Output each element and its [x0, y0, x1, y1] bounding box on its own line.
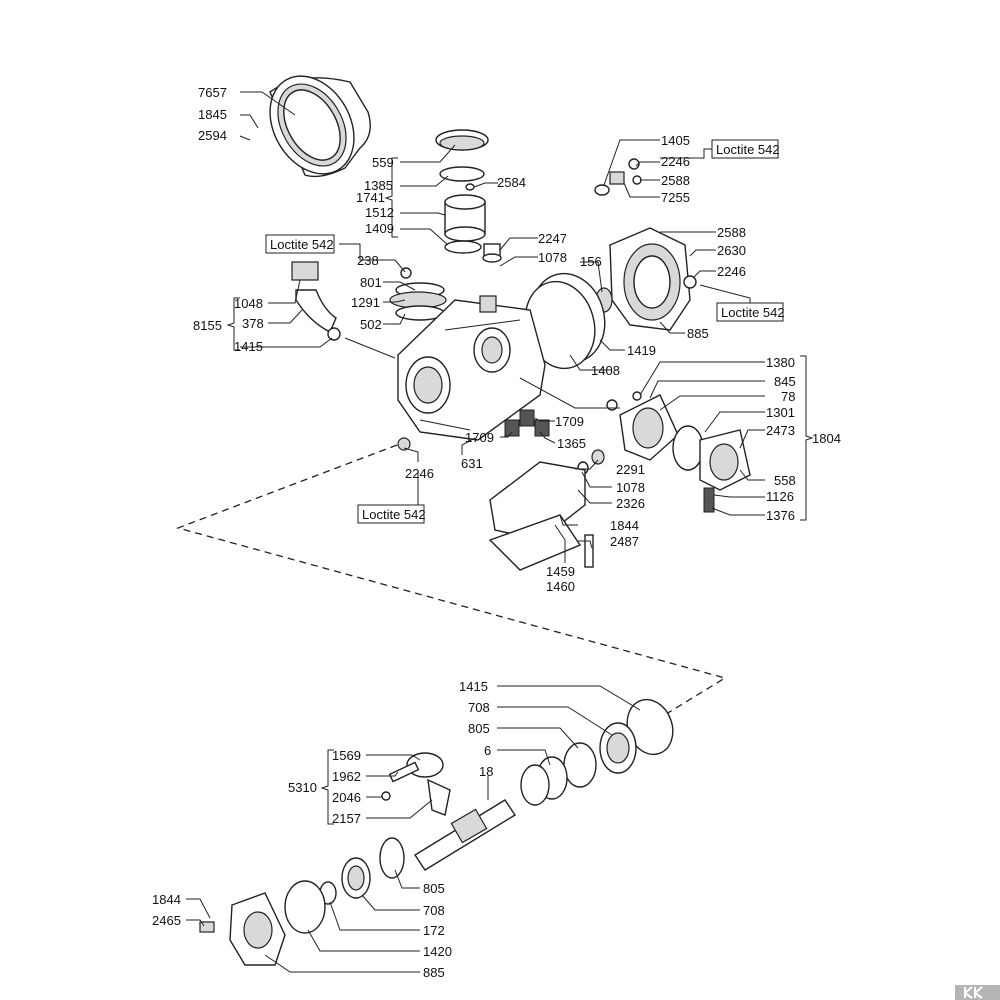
- part-plug: [482, 243, 502, 263]
- label-2326: 2326: [616, 496, 645, 511]
- label-631: 631: [461, 456, 483, 471]
- callout-labels: 7657 1845 2594 559 1385 2584 1741 1512 1…: [152, 85, 841, 980]
- part-valve-assembly: [619, 391, 751, 513]
- label-1460: 1460: [546, 579, 575, 594]
- label-2247: 2247: [538, 231, 567, 246]
- part-bearing-left: [284, 837, 405, 934]
- label-1459: 1459: [546, 564, 575, 579]
- label-801: 801: [360, 275, 382, 290]
- brand-logo: [955, 985, 1000, 1000]
- label-loctite-4: Loctite 542: [270, 237, 334, 252]
- part-connecting-rod: [381, 752, 451, 816]
- part-valve-small: [594, 158, 642, 196]
- label-1845: 1845: [198, 107, 227, 122]
- part-piston: [444, 194, 486, 254]
- label-1409: 1409: [365, 221, 394, 236]
- label-2157: 2157: [332, 811, 361, 826]
- label-18: 18: [479, 764, 493, 779]
- part-elbow-fitting: [291, 261, 341, 341]
- leader-lines: [186, 91, 765, 973]
- label-2246-c: 2246: [405, 466, 434, 481]
- part-small-rings: [577, 399, 618, 475]
- label-1804: 1804: [812, 431, 841, 446]
- label-6: 6: [484, 743, 491, 758]
- label-1376: 1376: [766, 508, 795, 523]
- label-559: 559: [372, 155, 394, 170]
- label-loctite-2: Loctite 542: [721, 305, 785, 320]
- label-1126: 1126: [766, 489, 794, 504]
- label-1048: 1048: [234, 296, 263, 311]
- label-1301: 1301: [766, 405, 795, 420]
- label-805-b: 805: [423, 881, 445, 896]
- label-708-a: 708: [468, 700, 490, 715]
- part-valve-springs: [504, 409, 550, 437]
- label-1415-b: 1415: [459, 679, 488, 694]
- label-502: 502: [360, 317, 382, 332]
- part-diaphragm-stack: [389, 267, 447, 321]
- part-cover-plate: [609, 227, 697, 331]
- label-885-b: 885: [423, 965, 445, 980]
- label-1415-a: 1415: [234, 339, 263, 354]
- label-2584: 2584: [497, 175, 526, 190]
- label-1512: 1512: [365, 205, 394, 220]
- label-1420: 1420: [423, 944, 452, 959]
- label-172: 172: [423, 923, 445, 938]
- label-5310: 5310: [288, 780, 317, 795]
- label-1709-a: 1709: [555, 414, 584, 429]
- label-1405: 1405: [661, 133, 690, 148]
- part-funnel-housing: [269, 75, 371, 178]
- label-8155: 8155: [193, 318, 222, 333]
- label-2246-a: 2246: [661, 154, 690, 169]
- label-1365: 1365: [557, 436, 586, 451]
- label-1291: 1291: [351, 295, 380, 310]
- label-1844-a: 1844: [610, 518, 639, 533]
- label-2465: 2465: [152, 913, 181, 928]
- label-1385: 1385: [364, 178, 393, 193]
- label-loctite-3: Loctite 542: [362, 507, 426, 522]
- label-1078-a: 1078: [538, 250, 567, 265]
- label-156: 156: [580, 254, 602, 269]
- label-78: 78: [781, 389, 795, 404]
- part-tray: [488, 461, 594, 571]
- label-1408: 1408: [591, 363, 620, 378]
- part-nut-left: [397, 437, 411, 451]
- part-end-cover: [199, 892, 286, 966]
- label-708-b: 708: [423, 903, 445, 918]
- label-1709-b: 1709: [465, 430, 494, 445]
- part-cap: [435, 129, 489, 191]
- label-2473: 2473: [766, 423, 795, 438]
- label-1844-b: 1844: [152, 892, 181, 907]
- label-1569: 1569: [332, 748, 361, 763]
- part-bearing-right: [520, 698, 674, 806]
- label-805-a: 805: [468, 721, 490, 736]
- label-1078-b: 1078: [616, 480, 645, 495]
- label-2630: 2630: [717, 243, 746, 258]
- label-7255: 7255: [661, 190, 690, 205]
- label-1419: 1419: [627, 343, 656, 358]
- braces: [226, 157, 814, 825]
- part-shaft: [414, 799, 516, 871]
- label-885-a: 885: [687, 326, 709, 341]
- assembly-dashed-line: [175, 444, 727, 731]
- label-2291: 2291: [616, 462, 645, 477]
- label-2588-a: 2588: [661, 173, 690, 188]
- label-238: 238: [357, 253, 379, 268]
- part-pump-body: [397, 295, 546, 441]
- part-seal-and-gaskets: [524, 272, 613, 370]
- label-558: 558: [774, 473, 796, 488]
- label-2046: 2046: [332, 790, 361, 805]
- label-845: 845: [774, 374, 796, 389]
- label-2487: 2487: [610, 534, 639, 549]
- label-loctite-1: Loctite 542: [716, 142, 780, 157]
- loctite-boxes: [265, 139, 784, 524]
- label-1962: 1962: [332, 769, 361, 784]
- label-1380: 1380: [766, 355, 795, 370]
- label-1741: 1741: [356, 190, 385, 205]
- label-2246-b: 2246: [717, 264, 746, 279]
- label-2594: 2594: [198, 128, 227, 143]
- label-2588-b: 2588: [717, 225, 746, 240]
- label-7657: 7657: [198, 85, 227, 100]
- label-378: 378: [242, 316, 264, 331]
